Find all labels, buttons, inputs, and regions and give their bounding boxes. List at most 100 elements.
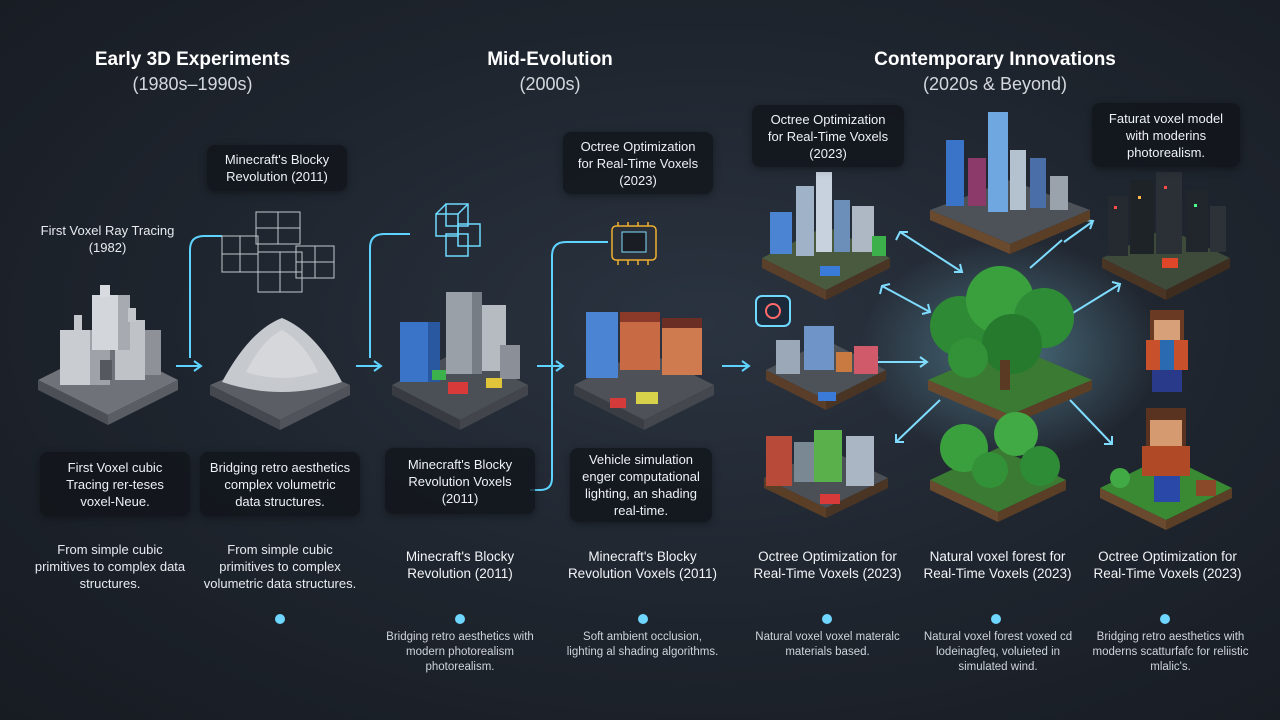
text-line: photorealism. <box>425 661 495 673</box>
text-line: data structures. <box>235 493 325 509</box>
wireframe-cubes <box>221 211 335 293</box>
city-block-illustration-a <box>392 292 528 430</box>
text-line: materalc <box>855 631 900 643</box>
text-line: (2023) <box>1202 566 1242 581</box>
text-line: enger computational <box>582 469 700 484</box>
text-line: (2011) <box>441 490 479 506</box>
voxel-mound-illustration <box>210 318 350 430</box>
text-line: Vehicle simulation <box>588 452 694 467</box>
camera-icon <box>755 295 791 327</box>
skyscraper-illustration <box>762 172 890 300</box>
text-natural-forest-wind: Natural voxel forest voxed cd lodeinagfe… <box>918 630 1078 675</box>
text-line: Soft ambient occlusion, <box>583 631 702 643</box>
timeline-dot <box>638 614 648 624</box>
text-line: lighting, an shading <box>584 486 698 501</box>
text-line: wind. <box>1010 661 1038 673</box>
text-line: (1982) <box>88 240 127 255</box>
text-line: lighting al shading <box>566 646 659 658</box>
text-line: Octree Optimization <box>1098 549 1218 564</box>
text-line: Minecraft's Blocky <box>405 549 515 564</box>
text-line: Octree Optimization <box>770 111 886 127</box>
card-octree-right: Octree Optimization for Real-Time Voxels… <box>752 105 904 167</box>
card-faturat-voxel: Faturat voxel model with moderins photor… <box>1092 103 1240 167</box>
era-subtitle-contemporary: (2020s & Beyond) <box>922 74 1068 94</box>
text-line: Minecraft's Blocky <box>407 456 513 472</box>
timeline-dots <box>275 614 1170 624</box>
card-octree-mid: Octree Optimization for Real-Time Voxels… <box>563 132 713 194</box>
text-natural-material: Natural voxel voxel materalc materials b… <box>750 630 905 660</box>
card-minecraft-voxels: Minecraft's Blocky Revolution Voxels (20… <box>385 448 535 514</box>
era-title-contemporary: Contemporary Innovations <box>874 49 1116 70</box>
first-voxel-ray-label: First Voxel Ray Tracing (1982) <box>40 222 175 256</box>
text-line: Revolution Voxels <box>408 473 512 489</box>
text-line: Minecraft's Blocky <box>224 152 330 167</box>
text-line: Bridging retro aesthetics <box>1096 631 1221 643</box>
text-line: (2023) <box>1032 566 1072 581</box>
text-line: photorealism. <box>1126 144 1206 160</box>
flow-arrows <box>176 233 751 491</box>
text-line: (2023) <box>862 566 902 581</box>
text-from-simple-2: From simple cubic primitives to complex … <box>200 541 360 592</box>
era-subtitle-mid: (2000s) <box>519 74 581 94</box>
card-bridging-retro: Bridging retro aesthetics complex volume… <box>200 452 360 516</box>
text-line: with moderins <box>1125 127 1207 143</box>
era-subtitle-early: (1980s–1990s) <box>132 74 253 94</box>
text-line: with moderns scatturfafc <box>1092 631 1245 658</box>
card-first-voxel-cubic: First Voxel cubic Tracing rer-teses voxe… <box>40 452 190 516</box>
text-line: From simple cubic <box>57 542 163 557</box>
text-line: Tracing rer-teses <box>66 476 164 492</box>
text-line: Octree Optimization <box>758 549 878 564</box>
text-line: complex volumetric <box>224 476 336 492</box>
text-line: voxed cd lodeinagfeq, <box>935 631 1073 658</box>
timeline-dot <box>455 614 465 624</box>
town-illustration <box>764 430 888 518</box>
text-line: complex volumetric <box>203 559 341 591</box>
text-line: Bridging retro aesthetics <box>209 459 351 475</box>
character-illustration-small <box>1146 310 1188 392</box>
caption-natural-forest: Natural voxel forest for Real-Time Voxel… <box>915 548 1080 582</box>
text-line: for Real-Time Voxels <box>1093 549 1237 581</box>
chip-icon <box>611 222 657 265</box>
text-line: for Real-Time Voxels <box>577 155 699 171</box>
text-line: for Real-Time Voxels <box>753 549 897 581</box>
card-vehicle-simulation: Vehicle simulation enger computational l… <box>570 448 712 522</box>
text-line: (2023) <box>619 172 657 188</box>
card-minecraft-revolution: Minecraft's Blocky Revolution (2011) <box>207 145 347 191</box>
text-line: Natural voxel voxel <box>755 631 853 643</box>
castle-illustration <box>38 285 178 425</box>
text-from-simple-1: From simple cubic primitives to complex … <box>30 541 190 592</box>
text-line: First Voxel cubic <box>67 459 163 475</box>
text-line: From simple cubic <box>227 542 333 557</box>
text-line: Revolution (2011) <box>407 566 513 581</box>
text-line: real-time. <box>613 503 669 518</box>
text-line: First Voxel Ray <box>40 223 129 238</box>
text-line: materials based. <box>785 646 870 658</box>
text-line: Natural voxel forest <box>929 549 1046 564</box>
caption-minecraft-voxels: Minecraft's Blocky Revolution Voxels (20… <box>565 548 720 582</box>
caption-octree-b: Octree Optimization for Real-Time Voxels… <box>1085 548 1250 582</box>
text-line: (2023) <box>809 145 847 161</box>
text-line: Faturat voxel model <box>1108 110 1224 126</box>
text-line: Revolution (2011) <box>226 169 328 184</box>
downtown-illustration <box>930 112 1090 254</box>
text-line: data structures. <box>79 559 186 591</box>
text-line: for Real-Time Voxels <box>767 128 889 144</box>
suburb-illustration <box>766 326 886 410</box>
text-soft-ambient: Soft ambient occlusion, lighting al shad… <box>565 630 720 660</box>
night-city-illustration <box>1102 172 1230 300</box>
text-line: for Real-Time Voxels <box>923 549 1066 581</box>
city-block-illustration-b <box>574 312 714 430</box>
text-line: with modern photorealism <box>405 631 534 658</box>
text-line: Octree Optimization <box>580 138 696 154</box>
text-line: primitives to <box>219 559 289 574</box>
character-illustration-large <box>1100 408 1232 530</box>
text-bridging-modern: Bridging retro aesthetics with modern ph… <box>380 630 540 675</box>
timeline-dot <box>822 614 832 624</box>
text-line: primitives to complex <box>34 559 157 574</box>
text-line: voluieted in simulated <box>958 646 1061 673</box>
text-line: voxel-Neue. <box>80 493 150 509</box>
era-title-mid: Mid-Evolution <box>487 49 613 70</box>
timeline-dot <box>991 614 1001 624</box>
text-line: algorithms. <box>662 646 719 658</box>
